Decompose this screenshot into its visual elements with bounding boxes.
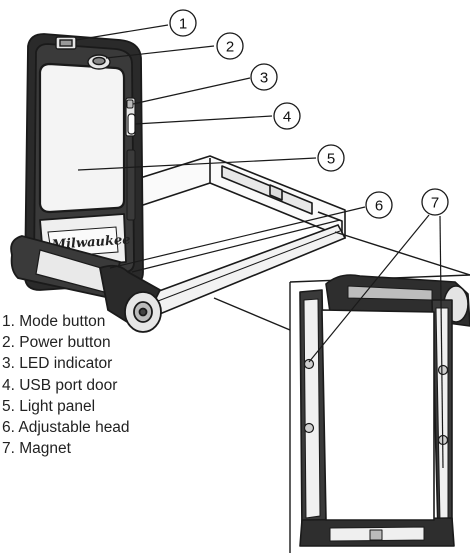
led-indicator	[126, 99, 134, 109]
parts-legend: 1. Mode button 2. Power button 3. LED in…	[2, 311, 130, 459]
callout-5-label: 5	[327, 151, 335, 168]
adjustable-head	[10, 235, 162, 333]
legend-item-usb-port-door: 4. USB port door	[2, 376, 118, 394]
legend-item-power-button: 2. Power button	[2, 334, 111, 352]
callout-4-label: 4	[283, 109, 291, 126]
callout-1-label: 1	[179, 16, 187, 33]
callout-3-label: 3	[260, 70, 268, 87]
callout-6: 6	[365, 191, 393, 219]
legend-item-led-indicator: 3. LED indicator	[2, 355, 113, 373]
legend-item-light-panel: 5. Light panel	[2, 397, 96, 415]
inset-frame	[299, 274, 470, 547]
callout-leaders	[75, 24, 444, 469]
callout-4: 4	[273, 102, 301, 130]
mode-button	[55, 36, 77, 50]
stand-frame	[139, 155, 346, 239]
callout-5: 5	[317, 144, 345, 172]
legend-item-mode-button: 1. Mode button	[2, 313, 106, 330]
light-panel	[38, 62, 126, 214]
callout-2: 2	[216, 32, 244, 60]
callout-7-label: 7	[431, 195, 439, 212]
callout-3: 3	[250, 63, 278, 91]
legend-item-adjustable-head: 6. Adjustable head	[2, 419, 130, 437]
usb-port-door	[127, 113, 136, 135]
callout-1: 1	[169, 9, 197, 37]
callout-7: 7	[421, 188, 449, 216]
legend-item-magnet: 7. Magnet	[2, 440, 71, 458]
callout-2-label: 2	[226, 39, 234, 56]
power-button	[87, 54, 111, 70]
callout-6-label: 6	[375, 198, 383, 215]
